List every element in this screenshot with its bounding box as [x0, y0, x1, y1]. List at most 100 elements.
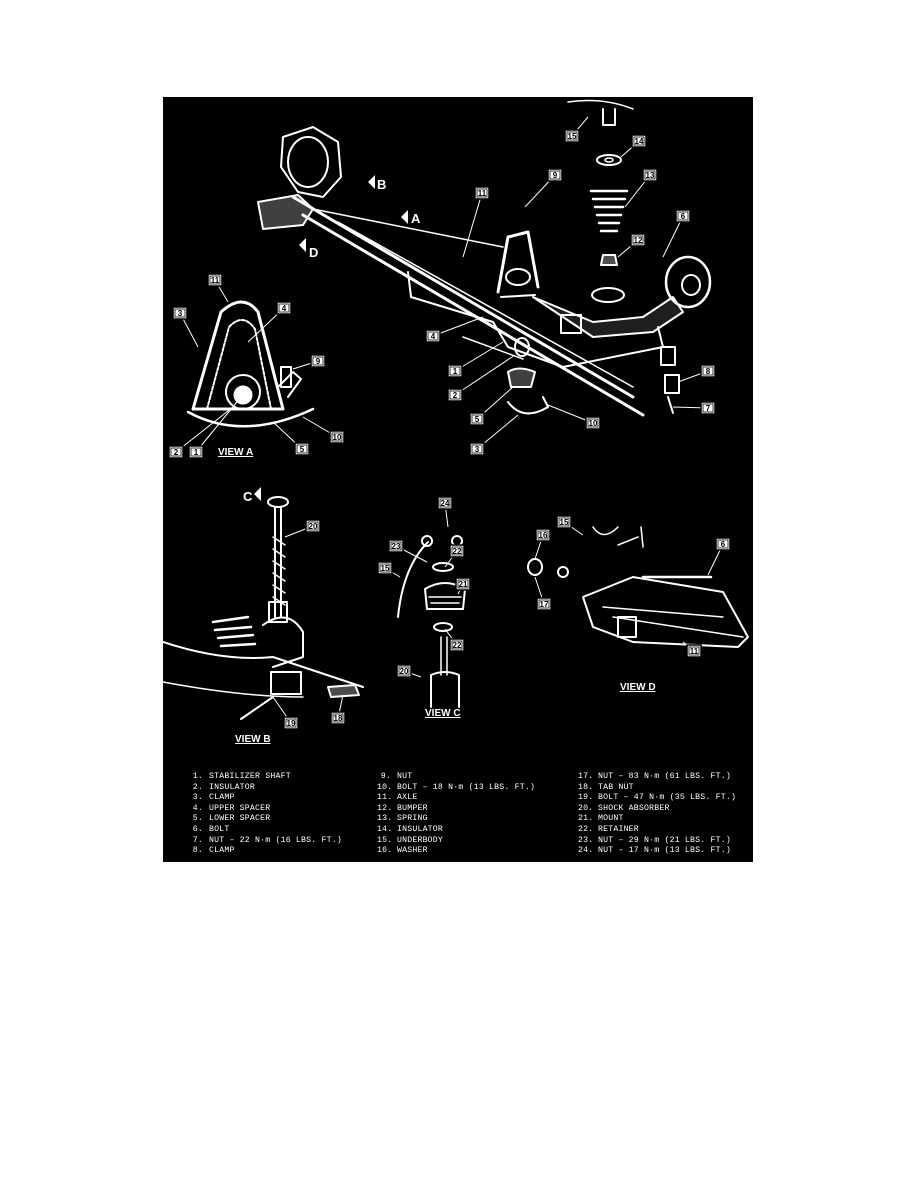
- callout-box: [469, 442, 485, 456]
- callout-box-border: [702, 403, 714, 413]
- callout-number: 23: [392, 542, 401, 551]
- legend-item-number: 11.: [377, 793, 393, 803]
- callout-box: [396, 664, 412, 678]
- callout-box: [455, 577, 471, 591]
- callout-box: [449, 544, 465, 558]
- callout-box: [630, 233, 646, 247]
- leader-line: [175, 406, 234, 453]
- callout-number: 19: [287, 719, 296, 728]
- legend-item: 24.NUT – 17 N·m (13 LBS. FT.): [578, 846, 736, 857]
- callout-box-border: [633, 136, 645, 146]
- callout: 1: [447, 341, 504, 378]
- view-a-artwork: [186, 300, 315, 428]
- direction-arrows: [254, 175, 408, 501]
- callout: 21: [455, 577, 471, 595]
- legend-item-text: SHOCK ABSORBER: [598, 803, 670, 813]
- callout-box-border: [549, 170, 561, 180]
- legend-item-text: UNDERBODY: [397, 835, 444, 845]
- legend-item-text: NUT – 29 N·m (21 LBS. FT.): [598, 835, 731, 845]
- callout: 8: [677, 364, 716, 383]
- view-label: VIEW A: [218, 447, 253, 458]
- direction-arrow-b-icon: [368, 175, 375, 189]
- direction-label: C: [243, 489, 253, 504]
- callout-box: [437, 496, 453, 510]
- callout-box-border: [471, 444, 483, 454]
- legend-item-text: BOLT: [209, 824, 230, 834]
- legend-item-text: BUMPER: [397, 803, 428, 813]
- callout-box: [449, 638, 465, 652]
- callout: 11: [207, 273, 229, 303]
- view-label: VIEW D: [620, 682, 656, 693]
- leader-line: [462, 192, 483, 258]
- legend-item: 9. NUT: [377, 772, 535, 783]
- callout-number: 22: [453, 641, 462, 650]
- legend-item-number: 13.: [377, 814, 393, 824]
- legend-item: 18.TAB NUT: [578, 783, 736, 794]
- legend-item: 7.NUT – 22 N·m (16 LBS. FT.): [189, 836, 342, 847]
- legend-item-number: 10.: [377, 782, 393, 792]
- legend-item: 5.LOWER SPACER: [189, 814, 342, 825]
- legend-item-number: 2.: [192, 782, 203, 792]
- callout-box-border: [278, 303, 290, 313]
- callout: 4: [425, 316, 484, 343]
- callout: 22: [444, 628, 465, 652]
- callout: 6: [662, 209, 691, 258]
- callout-box-border: [390, 541, 402, 551]
- callout-number: 15: [381, 564, 390, 573]
- leader-line: [195, 396, 242, 453]
- callout: 5: [469, 386, 514, 426]
- callout: 17: [534, 576, 552, 611]
- spring-stack: [567, 99, 634, 266]
- callout: 20: [396, 664, 422, 678]
- callout-box: [536, 597, 552, 611]
- callout-box: [675, 209, 691, 223]
- legend-item-text: UPPER SPACER: [209, 803, 271, 813]
- legend-item: 3.CLAMP: [189, 793, 342, 804]
- legend-item: 14.INSULATOR: [377, 825, 535, 836]
- callout-number: 13: [646, 171, 655, 180]
- legend-item: 2.INSULATOR: [189, 783, 342, 794]
- callout-box-border: [538, 599, 550, 609]
- callout-box: [310, 354, 326, 368]
- callout-number: 12: [634, 236, 643, 245]
- legend-item-number: 9.: [380, 772, 391, 781]
- callout-box-border: [471, 414, 483, 424]
- legend-item: 1.STABILIZER SHAFT: [189, 772, 342, 783]
- legend-item-text: TAB NUT: [598, 782, 634, 792]
- callout-number: 5: [300, 445, 305, 454]
- callout-number: 2: [174, 448, 179, 457]
- callout-number: 3: [178, 309, 183, 318]
- callout: 9: [524, 168, 563, 208]
- callout-number: 2: [453, 391, 458, 400]
- legend-item: 6.BOLT: [189, 825, 342, 836]
- legend-item: 8.CLAMP: [189, 846, 342, 857]
- callout-number: 4: [282, 304, 287, 313]
- callout-number: 18: [334, 714, 343, 723]
- direction-label: A: [411, 211, 421, 226]
- callout-box: [469, 412, 485, 426]
- callout: 15: [556, 515, 584, 536]
- callout-box: [631, 134, 647, 148]
- legend-item-text: CLAMP: [209, 846, 235, 856]
- legend-item-text: RETAINER: [598, 824, 639, 834]
- legend-item-text: NUT: [397, 772, 413, 781]
- callout-box-border: [307, 521, 319, 531]
- callout: 23: [388, 539, 428, 563]
- legend-item-text: MOUNT: [598, 814, 624, 824]
- callout-number: 20: [400, 667, 409, 676]
- callout-box-border: [476, 188, 488, 198]
- view-c-artwork: [397, 535, 466, 708]
- callout-box-border: [285, 718, 297, 728]
- callout: 18: [330, 694, 346, 725]
- direction-arrow-c-icon: [254, 487, 261, 501]
- callout-box: [447, 364, 463, 378]
- callout-box-border: [558, 517, 570, 527]
- legend-item-number: 12.: [377, 803, 393, 813]
- callout-box-border: [174, 308, 186, 318]
- callout: 20: [284, 519, 321, 538]
- callout-box-border: [587, 418, 599, 428]
- callout: 19: [272, 696, 299, 730]
